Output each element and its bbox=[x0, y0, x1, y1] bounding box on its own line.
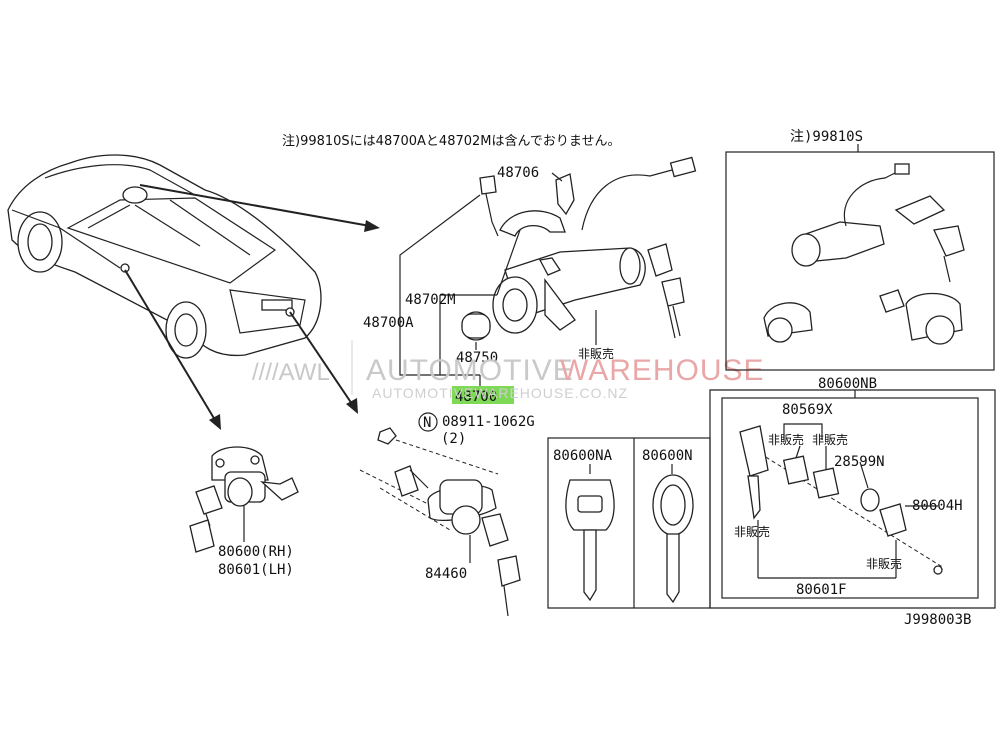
header-note: 注)99810Sには48700Aと48702Mは含んでおりません。 bbox=[282, 133, 620, 149]
door-lock-assembly bbox=[189, 446, 299, 553]
label-bolt-qty: (2) bbox=[441, 431, 466, 447]
trunk-lock-assembly bbox=[359, 427, 521, 617]
label-48702m: 48702M bbox=[405, 292, 456, 308]
label-80601-lh: 80601(LH) bbox=[218, 562, 294, 578]
label-84460: 84460 bbox=[425, 566, 467, 582]
label-08911-1062g: 08911-1062G bbox=[442, 414, 535, 430]
label-bolt-n: N bbox=[423, 415, 431, 431]
bolt-circle-icon bbox=[418, 412, 438, 432]
label-80601f: 80601F bbox=[796, 582, 847, 598]
label-80569x: 80569X bbox=[782, 402, 833, 418]
key-80600n bbox=[652, 474, 694, 604]
highlight-48700 bbox=[452, 386, 514, 404]
label-80600-rh: 80600(RH) bbox=[218, 544, 294, 560]
pointer-arrows bbox=[124, 184, 380, 430]
label-28599n: 28599N bbox=[834, 454, 885, 470]
kit-80600nb-inner bbox=[721, 397, 979, 599]
label-not-for-sale-3: 非販売 bbox=[734, 524, 770, 539]
label-not-for-sale-4: 非販売 bbox=[866, 556, 902, 571]
label-80600n: 80600N bbox=[642, 448, 693, 464]
kit-note: 注)99810S bbox=[790, 129, 863, 145]
watermark-awl: ////AWL bbox=[252, 359, 330, 386]
label-48700a: 48700A bbox=[363, 315, 414, 331]
label-not-for-sale-1: 非販売 bbox=[768, 432, 804, 447]
label-48700: 48700 bbox=[455, 389, 497, 405]
label-48750: 48750 bbox=[456, 350, 498, 366]
ignition-lock-assembly bbox=[461, 156, 697, 341]
watermark-url: AUTOMOTIVEWAREHOUSE.CO.NZ bbox=[372, 385, 628, 401]
kit-99810s-parts bbox=[763, 163, 965, 345]
kit-99810s-box bbox=[725, 151, 995, 371]
kit-80600nb-parts bbox=[739, 425, 945, 579]
car-illustration bbox=[7, 154, 322, 359]
watermark-word-1: AUTOMOTIVE bbox=[366, 354, 574, 387]
diagram-code: J998003B bbox=[904, 612, 971, 628]
label-80600nb: 80600NB bbox=[818, 376, 877, 392]
key-80600na bbox=[565, 479, 615, 602]
label-not-for-sale-ignition: 非販売 bbox=[578, 346, 614, 361]
watermark: ////AWL AUTOMOTIVE WAREHOUSE AUTOMOTIVEW… bbox=[252, 340, 764, 401]
label-48706: 48706 bbox=[497, 165, 539, 181]
label-not-for-sale-2: 非販売 bbox=[812, 432, 848, 447]
ignition-leaders bbox=[399, 172, 597, 387]
label-80600na: 80600NA bbox=[553, 448, 613, 464]
